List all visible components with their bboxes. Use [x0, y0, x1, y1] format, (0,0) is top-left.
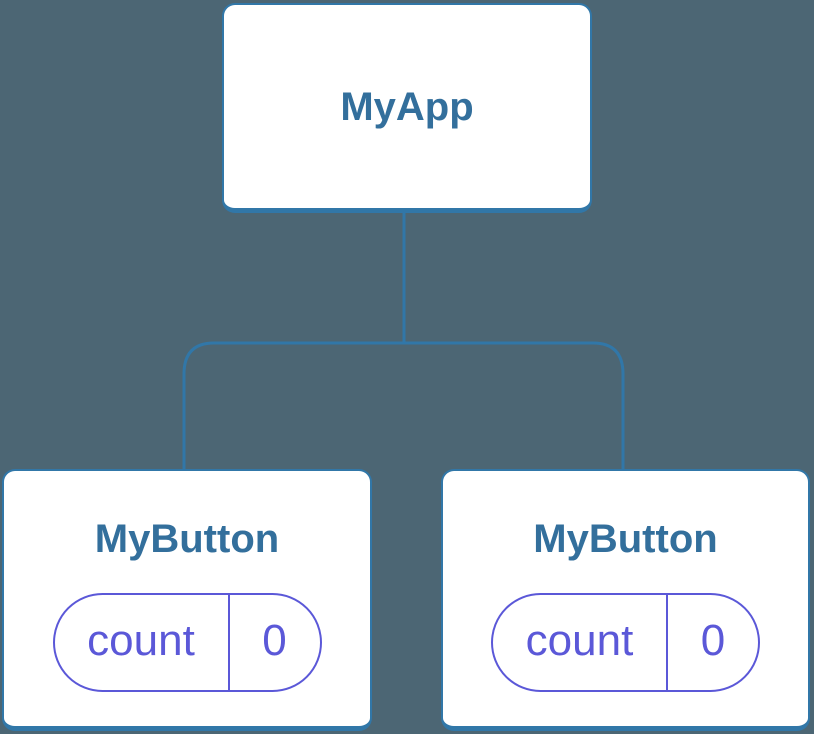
- state-pill-right: count 0: [491, 593, 760, 692]
- child-left-label: MyButton: [94, 517, 280, 561]
- state-value-label: 0: [262, 615, 287, 665]
- children-bracket-line: [182, 341, 625, 470]
- tree-node-child-left: MyButton count 0: [2, 469, 372, 731]
- state-key-label: count: [87, 615, 195, 665]
- state-key-cell: count: [493, 595, 668, 690]
- tree-node-root: MyApp: [222, 3, 592, 213]
- root-node-label: MyApp: [340, 84, 474, 129]
- state-key-cell: count: [55, 595, 230, 690]
- state-value-label: 0: [700, 615, 726, 665]
- state-key-label: count: [525, 615, 634, 665]
- state-value-cell: 0: [668, 595, 758, 690]
- state-pill-left: count 0: [52, 593, 322, 692]
- state-value-cell: 0: [230, 595, 320, 690]
- child-right-label: MyButton: [533, 517, 718, 561]
- tree-node-child-right: MyButton count 0: [441, 469, 810, 731]
